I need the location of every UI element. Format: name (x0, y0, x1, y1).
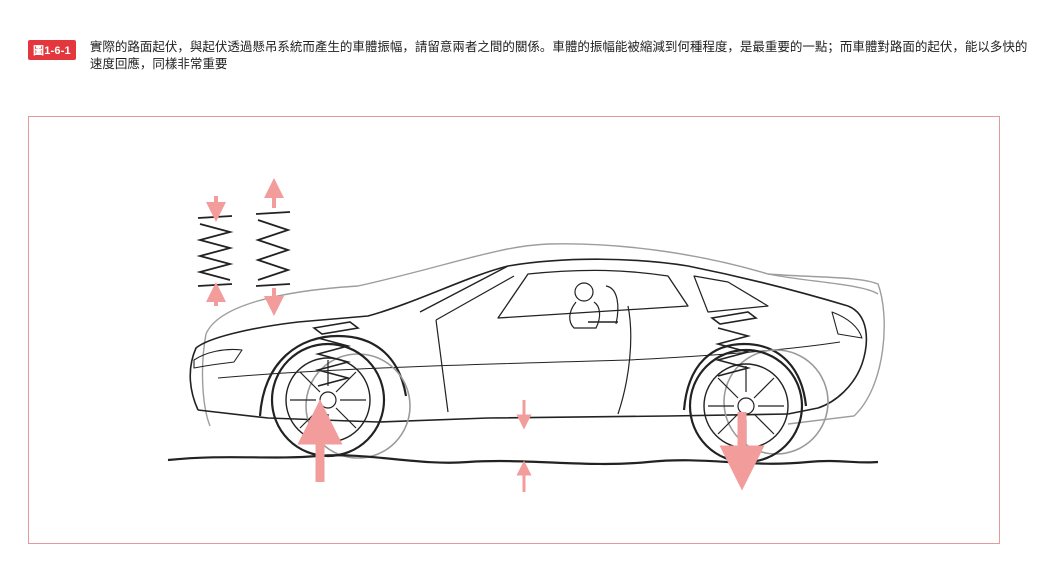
compressed-spring-icon (198, 216, 232, 286)
figure-label-badge: 圖1-6-1 (28, 40, 76, 60)
suspension-illustration (28, 116, 1000, 544)
rear-wheel (690, 350, 828, 462)
front-wheel (272, 344, 410, 458)
car-body (190, 259, 866, 422)
figure-caption: 圖1-6-1 實際的路面起伏，與起伏透過懸吊系統而產生的車體振幅，請留意兩者之間… (28, 38, 1038, 72)
figure-caption-text: 實際的路面起伏，與起伏透過懸吊系統而產生的車體振幅，請留意兩者之間的關係。車體的… (90, 38, 1038, 72)
extended-spring-icon (256, 212, 290, 286)
ghost-car-body (203, 244, 885, 426)
